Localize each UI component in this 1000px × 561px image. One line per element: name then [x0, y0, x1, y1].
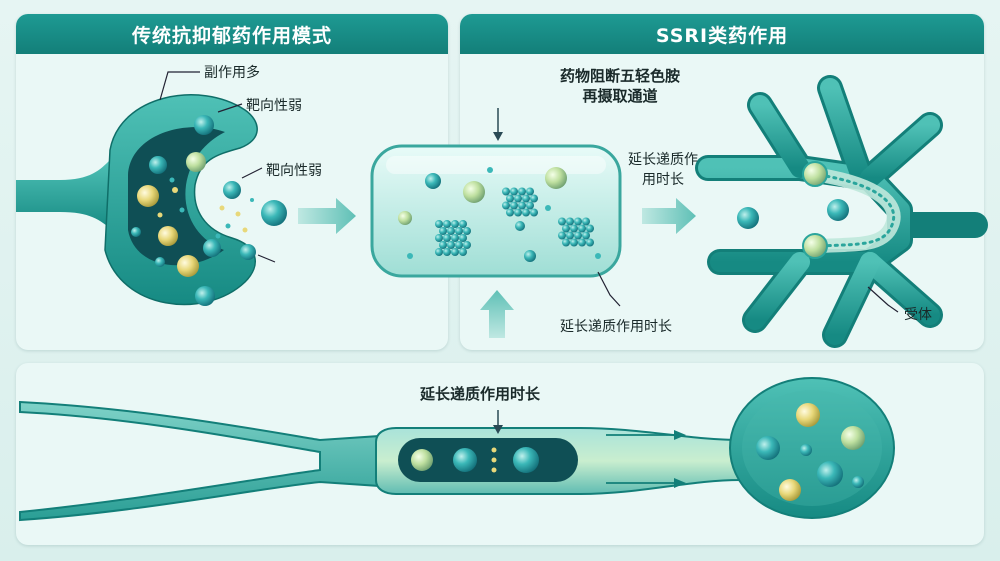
cluster-molecule	[558, 218, 566, 226]
label-prolong-right: 延长递质作用时长	[628, 150, 698, 190]
label-prolong-center: 延长递质作用时长	[560, 316, 672, 336]
cluster-molecule	[582, 218, 590, 226]
cluster-molecule	[443, 220, 451, 228]
cluster-molecule	[506, 195, 514, 203]
cluster-molecule	[459, 234, 467, 242]
cluster-molecule	[502, 188, 510, 196]
cluster-molecule	[447, 241, 455, 249]
cluster-molecule	[463, 227, 471, 235]
cluster-molecule	[558, 232, 566, 240]
cluster-molecule	[586, 239, 594, 247]
cluster-molecule	[451, 248, 459, 256]
cluster-molecule	[502, 202, 510, 210]
cluster-molecule	[510, 202, 518, 210]
cluster-molecule	[451, 234, 459, 242]
cluster-molecule	[578, 239, 586, 247]
label-weak-target-1: 靶向性弱	[246, 95, 302, 115]
cluster-molecule	[574, 232, 582, 240]
cluster-molecule	[578, 225, 586, 233]
cluster-molecule	[562, 239, 570, 247]
cluster-molecule	[566, 218, 574, 226]
cluster-molecule	[518, 202, 526, 210]
cluster-molecule	[451, 220, 459, 228]
cluster-molecule	[455, 241, 463, 249]
cluster-molecule	[518, 188, 526, 196]
cluster-molecule	[463, 241, 471, 249]
cluster-molecule	[514, 209, 522, 217]
cluster-molecule	[526, 188, 534, 196]
channel-down-arrow	[493, 108, 503, 141]
label-block-reuptake-line2: 再摄取通道	[520, 86, 720, 106]
label-receptor: 受体	[904, 304, 932, 324]
cluster-molecule	[435, 248, 443, 256]
cluster-molecule	[562, 225, 570, 233]
traditional-neuron	[16, 95, 257, 305]
cluster-molecule	[530, 195, 538, 203]
label-weak-target-2: 靶向性弱	[266, 160, 322, 180]
cluster-molecule	[570, 225, 578, 233]
cluster-molecule	[510, 188, 518, 196]
cluster-molecule	[570, 239, 578, 247]
channel-up-arrow	[480, 290, 514, 338]
cluster-molecule	[439, 241, 447, 249]
cluster-molecule	[574, 218, 582, 226]
cluster-molecule	[522, 195, 530, 203]
cluster-molecule	[506, 209, 514, 217]
label-prolong-bottom: 延长递质作用时长	[420, 383, 540, 404]
traditional-to-channel-arrow	[298, 198, 356, 234]
cluster-molecule	[459, 248, 467, 256]
channel-callout-line	[598, 272, 620, 306]
label-block-reuptake: 药物阻断五轻色胺 再摄取通道	[520, 66, 720, 106]
cluster-molecule	[443, 248, 451, 256]
cluster-molecule	[443, 234, 451, 242]
cluster-molecule	[586, 225, 594, 233]
cluster-molecule	[566, 232, 574, 240]
cluster-molecule	[530, 209, 538, 217]
label-side-effects: 副作用多	[204, 62, 260, 82]
cluster-molecule	[435, 220, 443, 228]
cluster-molecule	[435, 234, 443, 242]
label-block-reuptake-line1: 药物阻断五轻色胺	[520, 66, 720, 86]
cluster-molecule	[526, 202, 534, 210]
cluster-molecule	[522, 209, 530, 217]
label-prolong-right-text: 延长递质作用时长	[628, 152, 698, 188]
cluster-molecule	[455, 227, 463, 235]
cluster-molecule	[459, 220, 467, 228]
channel-to-ssri-arrow	[642, 198, 696, 234]
cluster-molecule	[447, 227, 455, 235]
cluster-molecule	[514, 195, 522, 203]
cluster-molecule	[582, 232, 590, 240]
cluster-molecule	[439, 227, 447, 235]
